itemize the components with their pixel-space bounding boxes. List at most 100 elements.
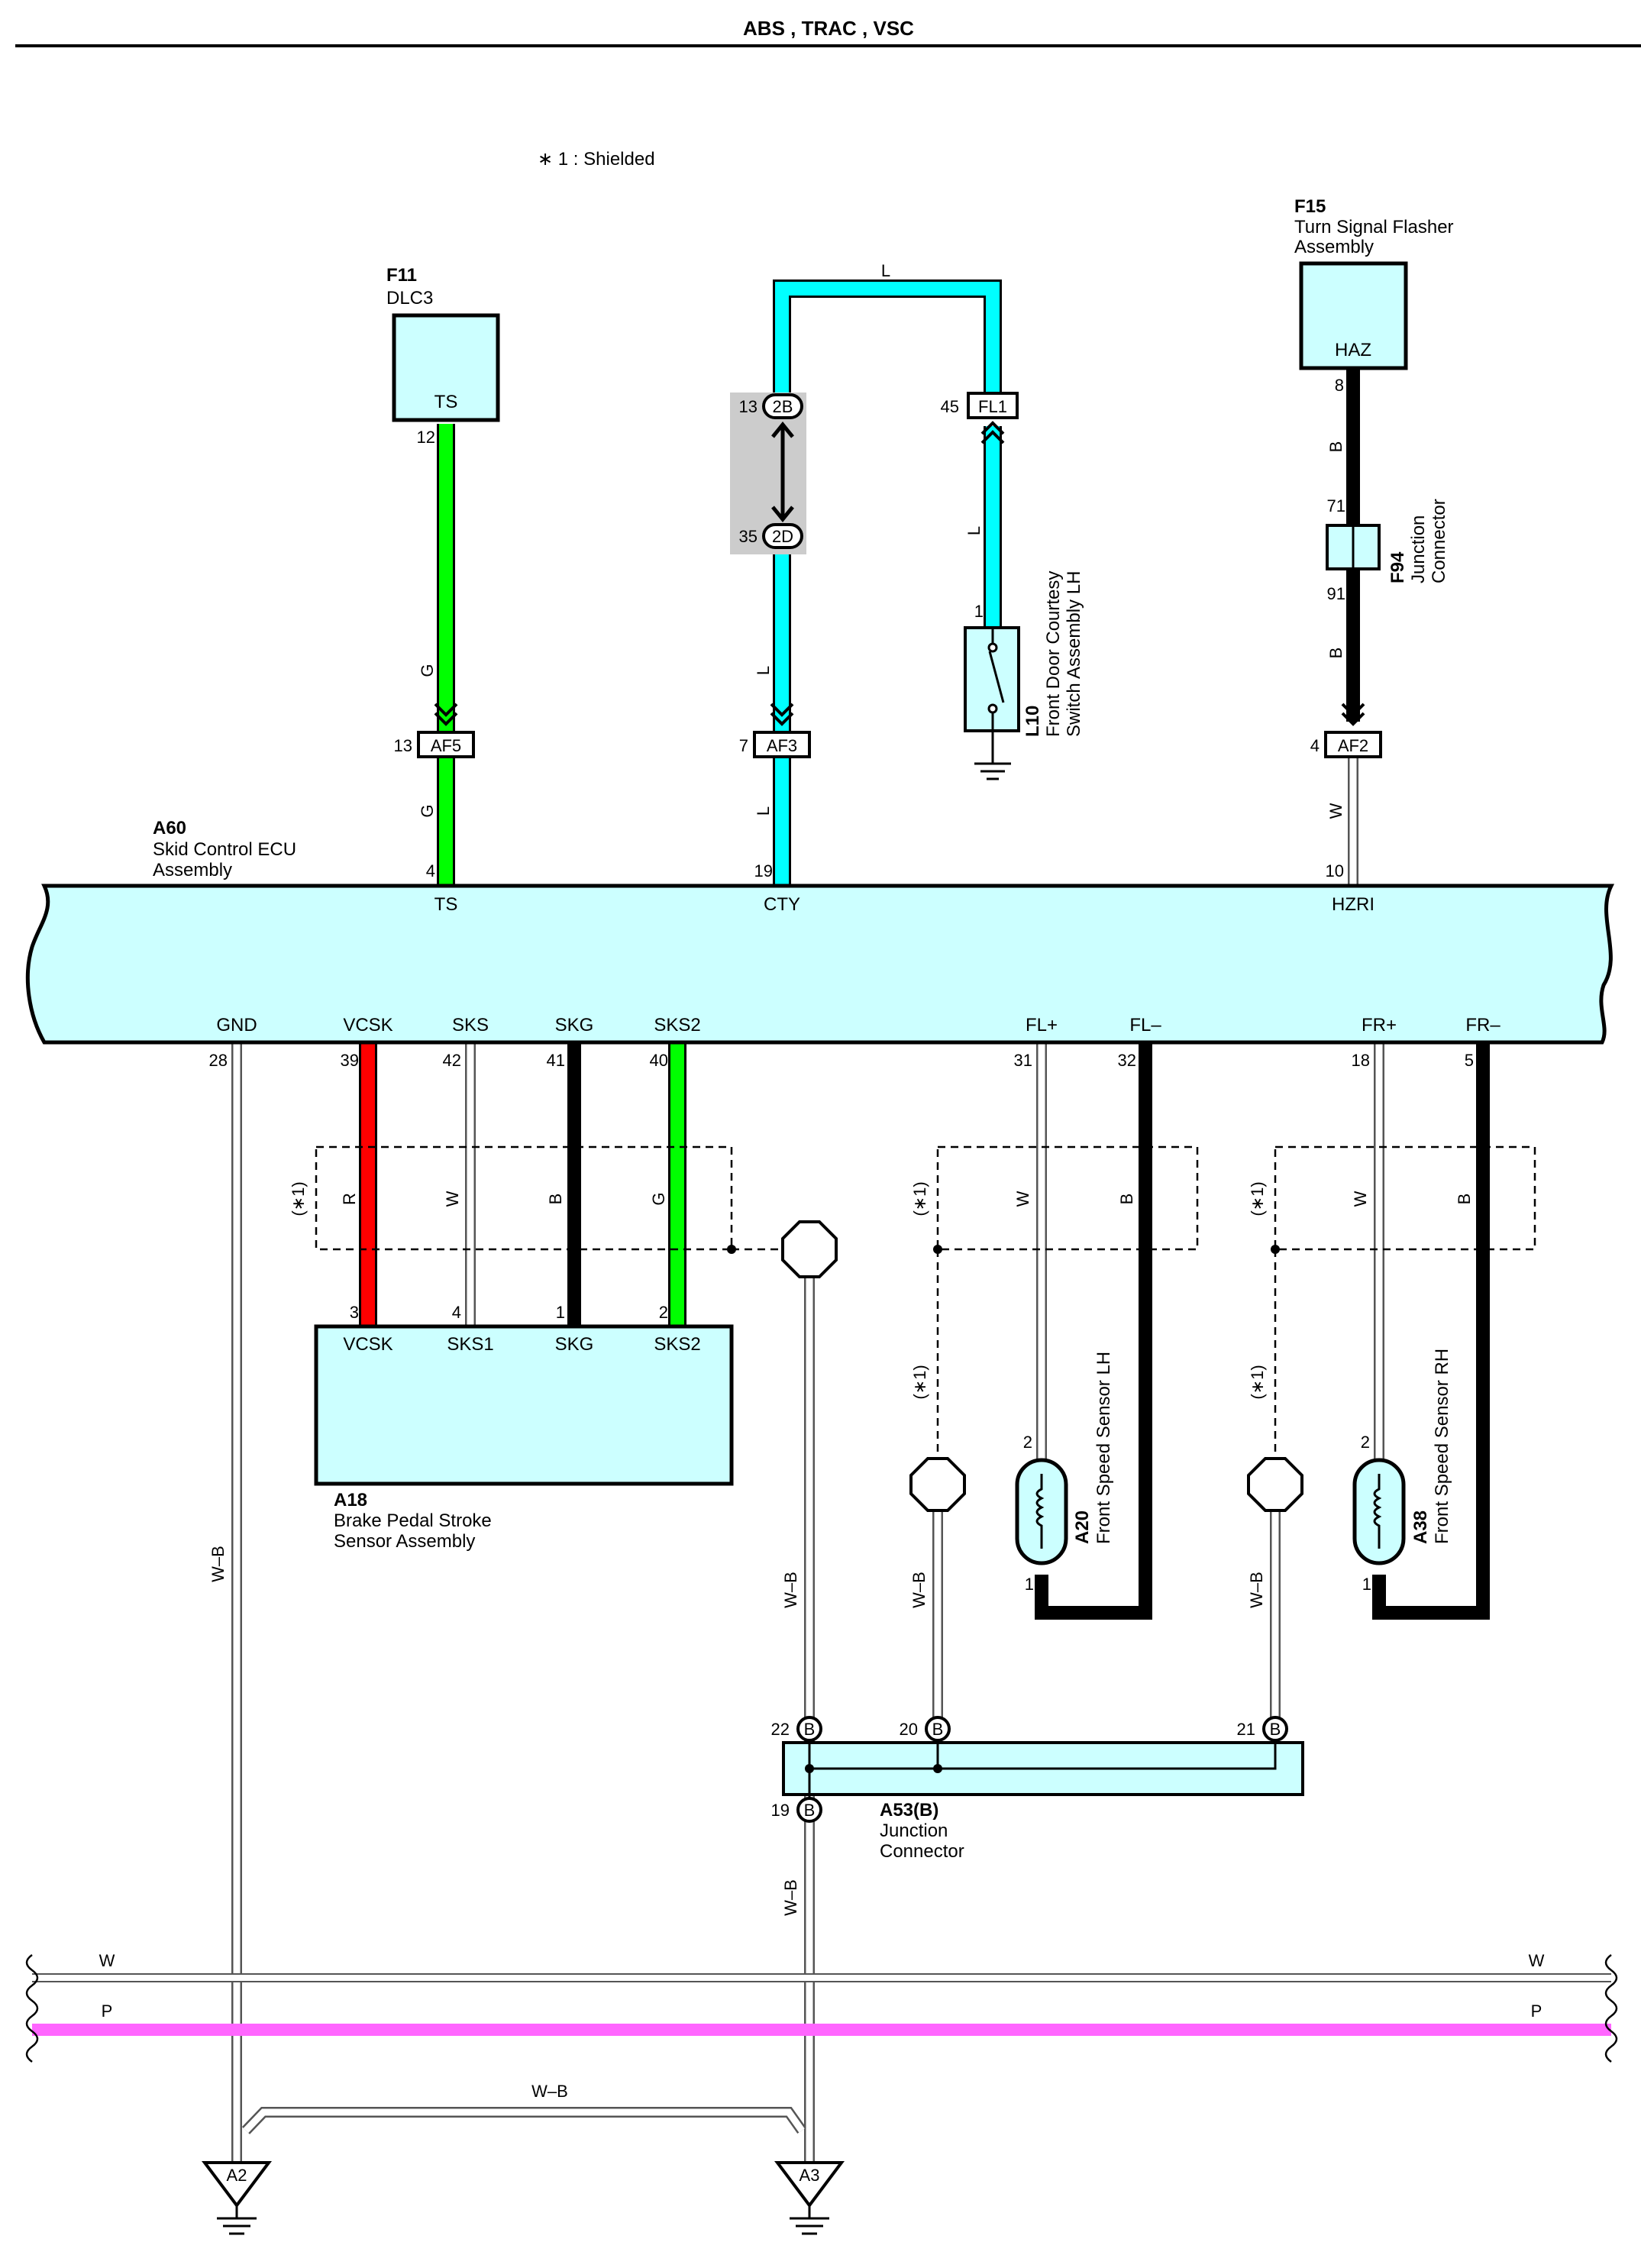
shield-ground-point (909, 1457, 966, 1512)
fl1-arrow (980, 421, 1005, 444)
connector-2d[interactable] (762, 523, 803, 549)
connector-af2-label: AF2 (1338, 736, 1368, 755)
wire-label: L (754, 666, 773, 675)
a20-name: Front Speed Sensor LH (1093, 1352, 1114, 1544)
shield-note: ∗ 1 : Shielded (538, 149, 655, 170)
ecu-pin-fl-minus: 32 (1118, 1051, 1136, 1070)
shield-ground-point (781, 1220, 838, 1278)
connector-fl1[interactable] (967, 392, 1019, 419)
connector-af2[interactable] (1324, 731, 1382, 758)
wire-label: G (418, 804, 437, 817)
ecu-terminal-skg: SKG (555, 1015, 594, 1035)
a53-marker-19: B (804, 1801, 816, 1820)
shield-label: (∗1) (1248, 1181, 1267, 1216)
a53-pin-markers (796, 1716, 1288, 1823)
a20-id: A20 (1072, 1510, 1093, 1544)
connector-2d-pin: 35 (739, 527, 758, 546)
ecu-terminal-sks: SKS (452, 1015, 489, 1035)
wire-label: G (418, 664, 437, 677)
ecu-pin-fl-plus: 31 (1014, 1051, 1032, 1070)
wire-label: W–B (1247, 1572, 1266, 1608)
ecu-terminal-sks2: SKS2 (654, 1015, 700, 1035)
wire-label: W–B (781, 1879, 800, 1916)
shield-label: (∗1) (289, 1181, 308, 1216)
ecu-pin-sks: 42 (443, 1051, 461, 1070)
wire-wb-link (241, 2107, 806, 2134)
a53-name2: Connector (880, 1841, 964, 1862)
a20-sensor-body (1015, 1458, 1068, 1565)
f15-name2: Assembly (1294, 237, 1374, 257)
ecu-terminal-gnd: GND (216, 1015, 257, 1035)
connector-2d-label: 2D (772, 527, 793, 546)
a60-id: A60 (153, 818, 186, 838)
wire-fr-minus (1372, 1042, 1490, 1620)
shield-ground-point (1247, 1457, 1303, 1512)
connector-af3-pin: 7 (739, 736, 748, 755)
f15-id: F15 (1294, 196, 1326, 217)
a38-coil-icon (1373, 1474, 1382, 1549)
a20-pin-bot: 1 (1025, 1575, 1034, 1594)
a18-pin-sks2: 2 (659, 1303, 668, 1322)
ecu-terminal-vcsk: VCSK (343, 1015, 392, 1035)
a53-marker-22: B (804, 1720, 816, 1739)
a38-pin-top: 2 (1361, 1433, 1370, 1452)
wire-label: G (649, 1192, 668, 1205)
ecu-terminal-fl-minus: FL– (1129, 1015, 1161, 1035)
a53-marker-21: B (1270, 1720, 1281, 1739)
f15-box (1299, 261, 1408, 370)
connector-2b-label: 2B (773, 397, 793, 416)
f15-terminal: HAZ (1335, 340, 1371, 360)
f94-id: F94 (1387, 551, 1408, 583)
bus-break-marks (25, 1953, 1618, 2063)
ecu-terminal-fl-plus: FL+ (1026, 1015, 1058, 1035)
connector-af5[interactable] (417, 731, 475, 758)
f11-id: F11 (386, 265, 417, 286)
wire-fl-minus (1035, 1042, 1152, 1620)
a53-pin-22: 22 (771, 1720, 790, 1739)
wire-label: L (964, 526, 984, 535)
a18-terminal-vcsk: VCSK (343, 1334, 392, 1355)
ecu-pin-fr-plus: 18 (1352, 1051, 1370, 1070)
shield-label: (∗1) (910, 1365, 929, 1399)
wire-label: R (340, 1193, 359, 1205)
ground-a3 (774, 2161, 845, 2235)
a60-name1: Skid Control ECU (153, 839, 296, 860)
connector-af3[interactable] (753, 731, 811, 758)
a18-terminal-sks2: SKS2 (654, 1334, 700, 1355)
af3-arrow (770, 703, 794, 726)
a18-id: A18 (334, 1490, 367, 1510)
a18-pin-skg: 1 (556, 1303, 565, 1322)
wire-label: B (1326, 441, 1345, 453)
wire-label: W (1326, 803, 1345, 819)
a18-name1: Brake Pedal Stroke (334, 1510, 492, 1531)
shield-junction-dot (1271, 1245, 1280, 1254)
l10-name1: Front Door Courtesy (1043, 571, 1064, 737)
connector-2b-pin: 13 (739, 397, 758, 416)
l10-ground-symbol (974, 731, 1011, 780)
l10-id: L10 (1022, 706, 1043, 737)
ecu-pin-cty: 19 (754, 861, 773, 880)
ground-a3-id: A3 (800, 2166, 820, 2185)
a53-pin-21: 21 (1237, 1720, 1255, 1739)
diagram-title: ABS , TRAC , VSC (743, 17, 914, 40)
wire-label: W (1351, 1191, 1370, 1207)
ecu-pin-skg: 41 (547, 1051, 565, 1070)
a53-name1: Junction (880, 1821, 948, 1841)
connector-2b[interactable] (762, 393, 803, 419)
l10-pin: 1 (974, 602, 984, 621)
ecu-pin-vcsk: 39 (341, 1051, 359, 1070)
a18-pin-sks1: 4 (452, 1303, 461, 1322)
a53-id: A53(B) (880, 1800, 938, 1821)
connector-fl1-label: FL1 (978, 397, 1007, 416)
ecu-terminal-cty: CTY (764, 894, 800, 915)
ecu-terminal-hzri: HZRI (1332, 894, 1374, 915)
ecu-terminal-fr-minus: FR– (1465, 1015, 1500, 1035)
ground-a2 (202, 2161, 272, 2235)
ecu-pin-gnd: 28 (209, 1051, 228, 1070)
wire-label: W–B (909, 1572, 929, 1608)
bus-label-w-left: W (99, 1951, 115, 1970)
internal-link-arrows (771, 422, 794, 522)
shield-junction-dot (933, 1245, 942, 1254)
a53-junction-dot (805, 1764, 814, 1773)
f15-pin: 8 (1335, 376, 1344, 395)
